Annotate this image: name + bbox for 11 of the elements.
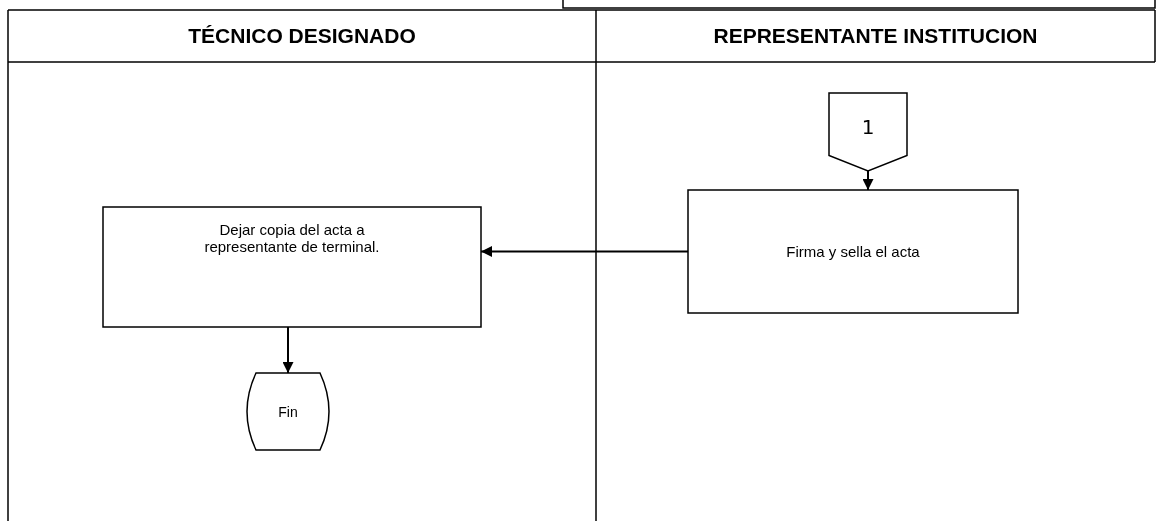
arrow <box>862 170 874 191</box>
node-text: Firma y sella el acta <box>786 243 920 260</box>
process-box <box>688 190 1018 313</box>
node-text: Fin <box>278 403 298 420</box>
node-text: REPRESENTANTE INSTITUCION <box>713 24 1038 48</box>
node-text: Dejar copia del acta a representante de terminal. <box>203 221 381 255</box>
node-text: TÉCNICO DESIGNADO <box>188 24 416 48</box>
arrow <box>282 326 294 374</box>
process-box <box>103 207 481 327</box>
off-page-connector <box>829 93 907 171</box>
node-text: 1 <box>861 115 875 139</box>
